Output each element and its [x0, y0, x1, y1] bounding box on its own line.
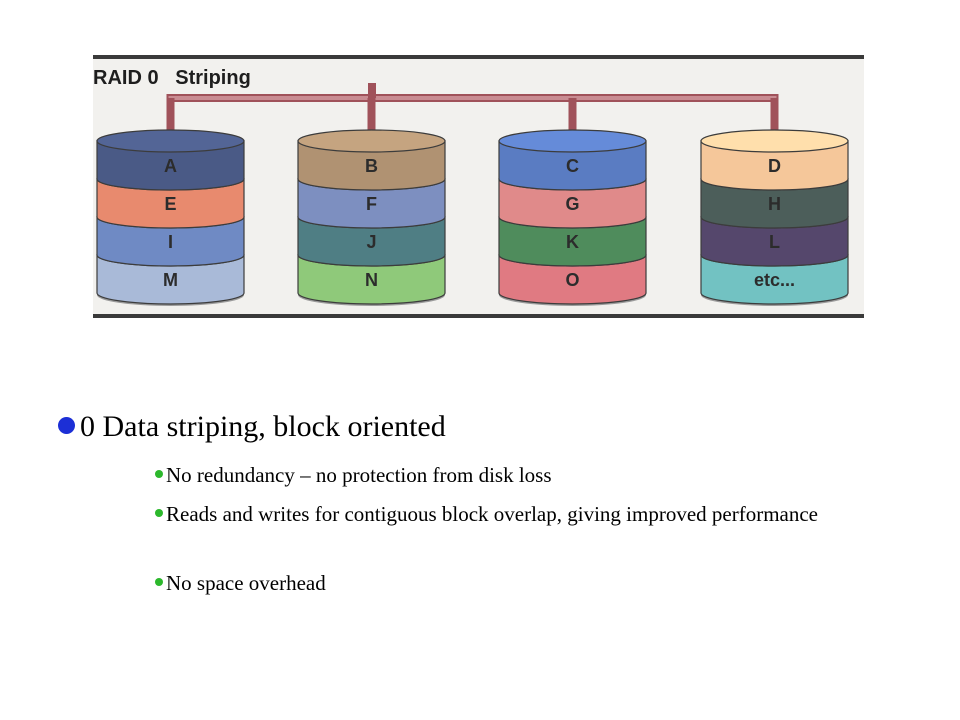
- green-bullet-icon: [155, 470, 163, 478]
- figure-top-rule: [93, 55, 864, 59]
- block-side: [96, 178, 245, 229]
- green-bullet-icon: [155, 509, 163, 517]
- block-top: [700, 129, 849, 153]
- disk-block: D: [700, 129, 849, 191]
- block-label: L: [769, 232, 780, 252]
- blue-bullet-icon: [58, 417, 75, 434]
- block-side: [700, 254, 849, 305]
- block-side: [297, 254, 446, 305]
- block-side: [700, 178, 849, 229]
- block-label: A: [164, 156, 177, 176]
- block-label: F: [366, 194, 377, 214]
- sub-bullet-text: No redundancy – no protection from disk …: [166, 463, 552, 487]
- block-label: I: [168, 232, 173, 252]
- bullet-main-text: 0 Data striping, block oriented: [80, 410, 446, 443]
- block-side: [96, 140, 245, 191]
- disk-4: etc... LHD: [700, 129, 849, 306]
- disk-block: B: [297, 129, 446, 191]
- block-top: [297, 129, 446, 153]
- disk-drop-line: [568, 98, 577, 143]
- figure-bottom-rule: [93, 314, 864, 318]
- block-side: [297, 140, 446, 191]
- block-top: [498, 129, 647, 153]
- green-bullet-icon: [155, 578, 163, 586]
- block-label: C: [566, 156, 579, 176]
- block-side: [297, 216, 446, 267]
- bus-uplink: [368, 83, 376, 98]
- sub-bullet-3: No space overhead: [155, 568, 875, 598]
- block-label: H: [768, 194, 781, 214]
- block-label: B: [365, 156, 378, 176]
- sub-bullet-text: Reads and writes for contiguous block ov…: [166, 502, 818, 526]
- sub-bullet-2: Reads and writes for contiguous block ov…: [155, 499, 875, 529]
- sub-bullet-1: No redundancy – no protection from disk …: [155, 460, 875, 490]
- block-label: E: [164, 194, 176, 214]
- block-label: O: [565, 270, 579, 290]
- bus-highlight: [168, 96, 777, 100]
- disk-block: A: [96, 129, 245, 191]
- disk-drop-line: [770, 98, 779, 143]
- block-side: [498, 216, 647, 267]
- block-side: [700, 140, 849, 191]
- bullet-main: 0 Data striping, block oriented: [58, 410, 918, 444]
- bus-connectors: [166, 83, 779, 143]
- block-side: [498, 140, 647, 191]
- block-side: [498, 178, 647, 229]
- block-label: D: [768, 156, 781, 176]
- block-label: J: [366, 232, 376, 252]
- block-side: [96, 216, 245, 267]
- sub-bullet-text: No space overhead: [166, 571, 326, 595]
- block-top: [96, 129, 245, 153]
- disk-block: C: [498, 129, 647, 191]
- block-label: M: [163, 270, 178, 290]
- block-label: etc...: [754, 270, 795, 290]
- block-side: [700, 216, 849, 267]
- disk-drop-line: [166, 98, 175, 143]
- block-label: G: [565, 194, 579, 214]
- block-label: N: [365, 270, 378, 290]
- block-side: [96, 254, 245, 305]
- block-side: [498, 254, 647, 305]
- disk-drop-line: [367, 98, 376, 143]
- figure-title: RAID 0 Striping: [93, 67, 251, 89]
- block-side: [297, 178, 446, 229]
- block-label: K: [566, 232, 579, 252]
